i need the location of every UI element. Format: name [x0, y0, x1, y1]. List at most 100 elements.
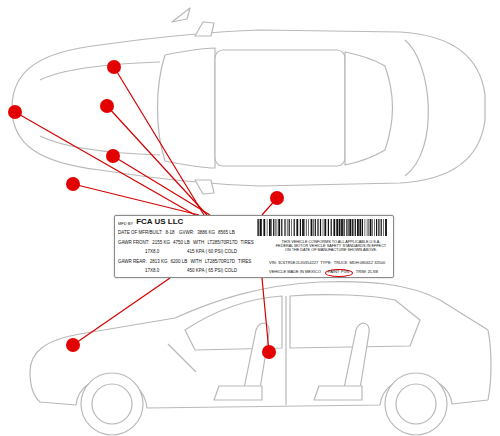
- barcode-bar: [284, 219, 286, 236]
- barcode-bar: [281, 219, 282, 236]
- wheel: [81, 373, 143, 435]
- barcode-bar: [260, 219, 262, 236]
- label-text: 2155 KG: [152, 241, 170, 246]
- location-dot: [106, 149, 120, 163]
- barcode-bar: [348, 219, 350, 236]
- manufacturer-name: FCA US LLC: [136, 218, 183, 227]
- seat: [214, 386, 262, 400]
- roof: [215, 50, 345, 166]
- leader-line: [15, 112, 195, 215]
- location-dot: [66, 338, 80, 352]
- label-text: TRUCK: [334, 261, 348, 265]
- label-text: PAINT: P5N: [328, 270, 349, 274]
- barcode-bar: [306, 219, 308, 236]
- barcode-bar: [381, 219, 382, 236]
- barcode-bar: [278, 219, 280, 236]
- label-text: VEHICLE MADE IN MEXICO: [269, 270, 321, 274]
- label-text: TYPE:: [320, 261, 332, 265]
- barcode-bar: [263, 219, 265, 236]
- barcode-bar: [366, 219, 368, 236]
- barcode-bar: [336, 219, 338, 236]
- barcode-bar: [257, 219, 258, 236]
- barcode-bar: [274, 219, 276, 236]
- label-text: 2813 KG: [150, 260, 168, 265]
- barcode-bar: [331, 219, 332, 236]
- barcode-bar: [339, 219, 341, 236]
- label-text: TIRES: [241, 241, 254, 246]
- barcode-bar: [368, 219, 370, 236]
- location-dot: [66, 177, 80, 191]
- barcode-bar: [376, 219, 377, 236]
- windshield: [158, 48, 216, 168]
- barcode-bar: [322, 219, 324, 236]
- leader-line: [73, 278, 170, 345]
- label-text: MFD BY: [118, 222, 133, 226]
- label-text: 6200 LB: [171, 260, 188, 265]
- barcode-bar: [357, 219, 359, 236]
- barcode-bar: [269, 219, 271, 236]
- barcode-bar: [378, 219, 379, 236]
- barcode-bar: [302, 219, 304, 236]
- barcode-bar: [362, 219, 363, 236]
- label-text: MDH:080612 32500: [349, 261, 385, 265]
- label-text: 8565 LB: [218, 231, 235, 236]
- barcode-bar: [372, 219, 374, 236]
- barcode-bar: [291, 219, 293, 236]
- barcode-bar: [266, 219, 268, 236]
- barcode-bar: [289, 219, 290, 236]
- barcode-bar: [308, 219, 310, 236]
- label-text: GAWR FRONT:: [118, 241, 149, 246]
- hood-line: [40, 62, 160, 80]
- barcode-bar: [341, 219, 343, 236]
- barcode-bar: [315, 219, 316, 236]
- barcode-bar: [346, 219, 347, 236]
- rim: [396, 384, 436, 424]
- label-text: WITH: [190, 260, 202, 265]
- barcode-bar: [364, 219, 366, 236]
- label-text: DATE OF MFR/BUILT:: [118, 231, 163, 236]
- leader-line: [107, 106, 207, 215]
- label-text: TRIM: ZLXB: [356, 270, 378, 274]
- label-text: 3886 KG: [197, 231, 215, 236]
- label-text: THIS VEHICLE CONFORMS TO ALL APPLICABLE …: [273, 240, 389, 253]
- barcode-bar: [276, 219, 278, 236]
- barcode-bar: [271, 219, 273, 236]
- hood-line: [40, 136, 160, 155]
- door-line: [285, 296, 286, 405]
- barcode-bar: [355, 219, 356, 236]
- barcode-bar: [285, 219, 287, 236]
- trunk-line: [405, 40, 428, 176]
- barcode-bar: [311, 219, 313, 236]
- barcode-bar: [328, 219, 329, 236]
- barcode-bar: [374, 219, 376, 236]
- side-mirror: [195, 22, 214, 36]
- label-text: TIRES: [238, 260, 251, 265]
- barcode-bar: [353, 219, 355, 236]
- barcode-bar: [370, 219, 372, 236]
- location-dot: [8, 105, 22, 119]
- steering-wheel: [168, 344, 196, 372]
- label-text: LT285/70R17D: [205, 260, 235, 265]
- label-text: 4750 LB: [173, 241, 190, 246]
- barcode-bar: [300, 219, 301, 236]
- seat: [314, 386, 362, 400]
- barcode-bar: [258, 219, 259, 236]
- rim: [92, 384, 132, 424]
- location-dot: [100, 99, 114, 113]
- leader-line: [73, 184, 199, 215]
- wheel: [385, 373, 447, 435]
- leader-line: [262, 278, 269, 352]
- barcode-bar: [296, 219, 298, 236]
- label-text: VIN: 3C6TR5EJ1JG354227: [269, 261, 318, 265]
- vehicle-label: MFD BYFCA US LLCDATE OF MFR/BUILT:8-18GV…: [114, 215, 394, 278]
- barcode-bar: [320, 219, 321, 236]
- location-dot: [270, 191, 284, 205]
- barcode-bar: [313, 219, 315, 236]
- barcode-bar: [318, 219, 320, 236]
- label-text: 8-18: [166, 231, 175, 236]
- label-text: LT285/70R17D: [207, 241, 237, 246]
- label-text: 415 KPA ( 60 PSI) COLD: [187, 250, 237, 255]
- barcode-bar: [324, 219, 326, 236]
- label-text: GAWR REAR:: [118, 260, 147, 265]
- barcode-bar: [273, 219, 274, 236]
